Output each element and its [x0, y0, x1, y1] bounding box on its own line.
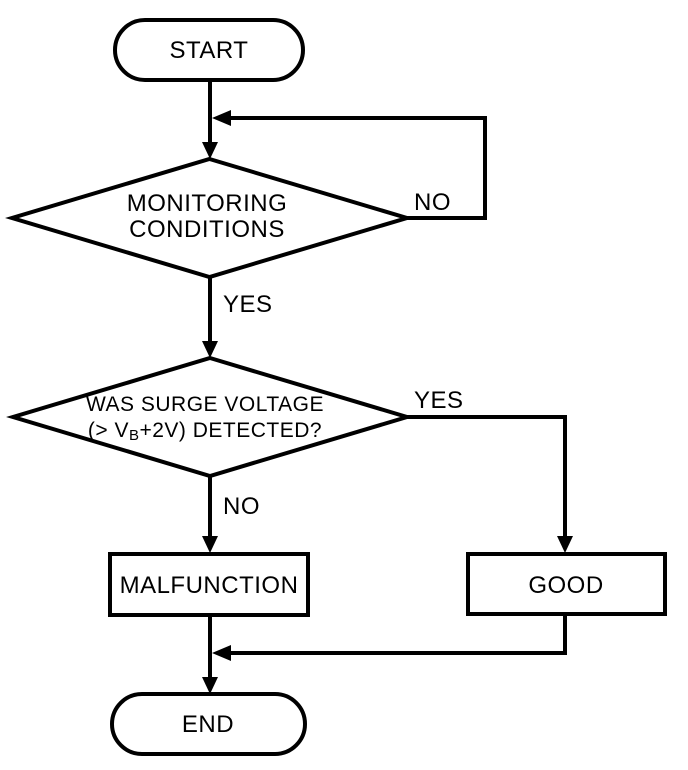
good-node — [466, 552, 667, 616]
surge-label-line2-suffix: +2V) DETECTED? — [139, 419, 322, 442]
decision-surge-voltage — [6, 355, 414, 479]
arrowhead-into-malfunction — [202, 536, 218, 553]
start-label: START — [170, 37, 249, 64]
edge-monitoring-no-loop — [231, 116, 487, 220]
arrowhead-merge — [212, 645, 231, 661]
monitoring-label-line1: MONITORING — [127, 190, 288, 217]
edge-label-monitoring-yes: YES — [223, 291, 273, 318]
edge-good-to-merge — [231, 614, 567, 655]
surge-label-line2: (> VB+2V) DETECTED? — [88, 419, 322, 444]
edge-label-monitoring-no: NO — [414, 189, 451, 216]
edge-label-surge-yes: YES — [414, 387, 464, 414]
surge-label-line1: WAS SURGE VOLTAGE — [86, 393, 324, 416]
edge-surge-yes — [405, 415, 567, 540]
arrowhead-no-loop — [212, 110, 231, 126]
arrowhead-into-monitoring — [202, 142, 218, 159]
surge-label-line2-prefix: (> V — [88, 419, 129, 442]
malfunction-node — [108, 552, 310, 617]
malfunction-label: MALFUNCTION — [120, 572, 299, 599]
surge-label-line2-subscript: B — [129, 427, 140, 444]
good-label: GOOD — [528, 572, 603, 599]
arrowhead-into-good — [557, 536, 573, 553]
edge-label-surge-no: NO — [223, 493, 260, 520]
arrowhead-into-end — [202, 677, 218, 694]
end-node — [110, 692, 307, 756]
monitoring-label-line2: CONDITIONS — [129, 216, 285, 243]
start-node — [113, 18, 305, 82]
decision-monitoring-conditions — [5, 156, 414, 280]
end-label: END — [182, 711, 234, 738]
arrowhead-into-surge — [202, 341, 218, 358]
